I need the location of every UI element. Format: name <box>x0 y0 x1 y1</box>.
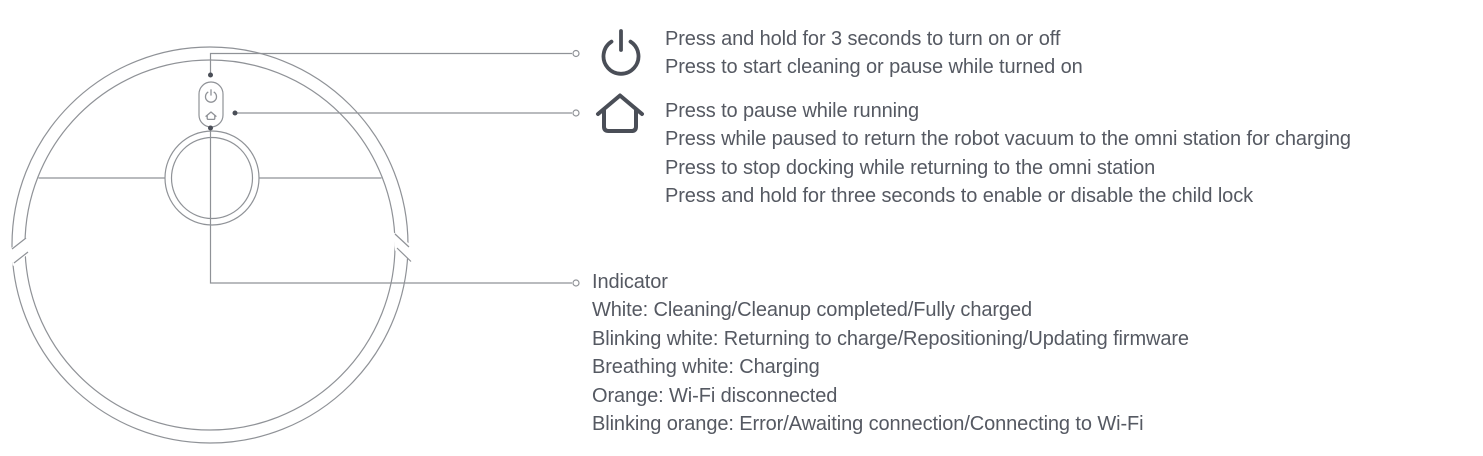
callout-terminal-rings <box>572 49 580 287</box>
button-panel <box>198 81 224 128</box>
callout-lines <box>209 52 572 284</box>
power-button-glyph <box>204 89 218 103</box>
indicator-description-line: Blinking orange: Error/Awaiting connecti… <box>592 413 1144 436</box>
bumper-notch-right <box>393 232 414 263</box>
power-description-line: Press to start cleaning or pause while t… <box>665 56 1083 79</box>
power-icon <box>601 29 641 76</box>
home-description-line: Press to stop docking while returning to… <box>665 156 1156 179</box>
power-callout-line <box>209 52 572 75</box>
home-button-description: Press to pause while running Press while… <box>665 97 1351 211</box>
indicator-callout-line <box>209 128 572 284</box>
indicator-title: Indicator <box>592 271 668 293</box>
home-button-glyph <box>205 111 217 121</box>
indicator-description-line: White: Cleaning/Cleanup completed/Fully … <box>592 299 1032 322</box>
indicator-description: Indicator White: Cleaning/Cleanup comple… <box>592 268 1189 438</box>
home-description-line: Press to pause while running <box>665 100 920 122</box>
power-description-line: Press and hold for 3 seconds to turn on … <box>665 28 1061 50</box>
indicator-description-line: Breathing white: Charging <box>592 356 820 379</box>
indicator-description-line: Orange: Wi-Fi disconnected <box>592 384 838 407</box>
home-icon <box>596 93 644 133</box>
home-description-line: Press and hold for three seconds to enab… <box>665 185 1254 208</box>
home-description-line: Press while paused to return the robot v… <box>665 128 1351 151</box>
indicator-description-line: Blinking white: Returning to charge/Repo… <box>592 327 1189 350</box>
callout-anchor-dots <box>208 72 238 131</box>
bumper-notch-left <box>9 236 31 266</box>
lidar-turret <box>164 130 260 226</box>
power-button-description: Press and hold for 3 seconds to turn on … <box>665 25 1083 82</box>
